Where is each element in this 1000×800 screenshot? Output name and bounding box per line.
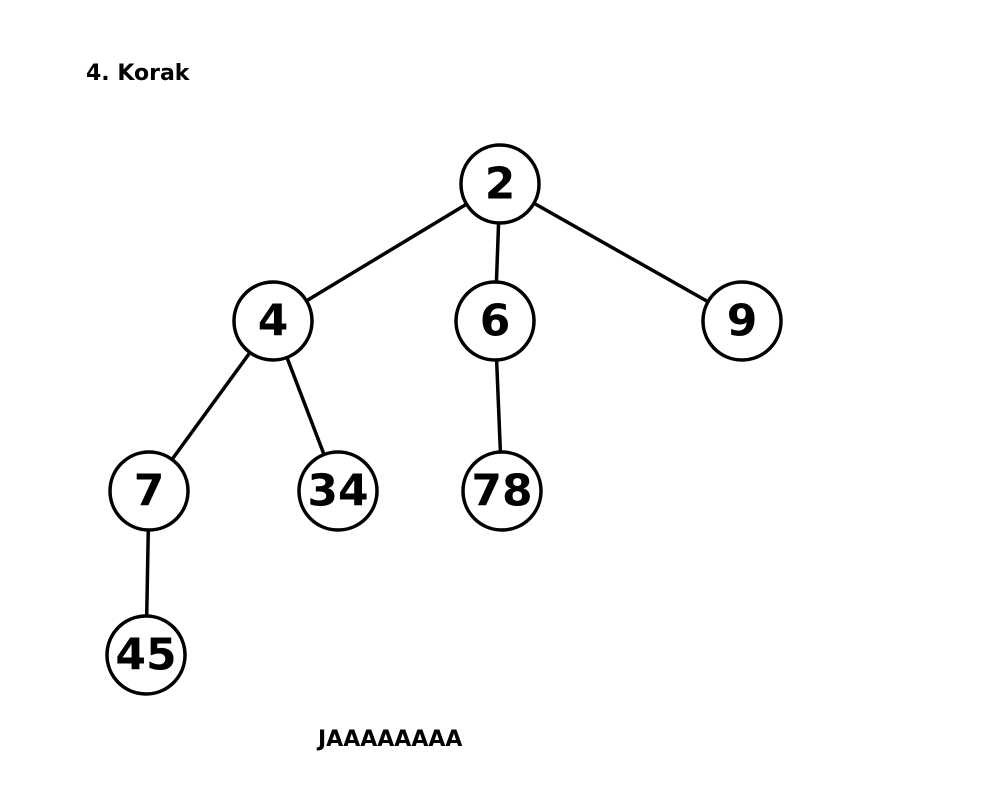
tree-edge-4-34: [285, 356, 326, 456]
node-circle: [232, 280, 314, 362]
tree-node-34: 34: [297, 450, 379, 532]
tree-node-9: 9: [701, 280, 783, 362]
node-label: 45: [115, 630, 176, 681]
tree-edges: [144, 201, 709, 617]
node-label: 4: [258, 296, 289, 347]
tree-node-4: 4: [232, 280, 314, 362]
node-circle: [105, 614, 187, 696]
node-label: 34: [307, 466, 368, 517]
caption-text: JAAAAAAAA: [318, 727, 463, 752]
node-label: 7: [134, 466, 165, 517]
tree-edge-2-6: [494, 222, 501, 283]
node-circle: [459, 143, 541, 225]
tree-edge-4-7: [170, 351, 252, 461]
tree-node-7: 7: [108, 450, 190, 532]
node-circle: [108, 450, 190, 532]
node-label: 9: [727, 296, 758, 347]
tree-edge-7-45: [144, 529, 151, 617]
tree-edge-2-4: [305, 202, 468, 303]
tree-node-2: 2: [459, 143, 541, 225]
node-label: 2: [485, 159, 516, 210]
tree-node-6: 6: [454, 280, 536, 362]
node-circle: [454, 280, 536, 362]
tree-edge-6-78: [494, 359, 503, 453]
step-title: 4. Korak: [86, 61, 190, 86]
node-circle: [461, 450, 543, 532]
node-label: 78: [471, 466, 532, 517]
node-circle: [701, 280, 783, 362]
tree-nodes: 2 4 6 9 7 34 78 45: [105, 143, 783, 696]
node-circle: [297, 450, 379, 532]
tree-node-78: 78: [461, 450, 543, 532]
node-label: 6: [480, 296, 511, 347]
tree-node-45: 45: [105, 614, 187, 696]
tree-edge-2-9: [533, 201, 709, 304]
